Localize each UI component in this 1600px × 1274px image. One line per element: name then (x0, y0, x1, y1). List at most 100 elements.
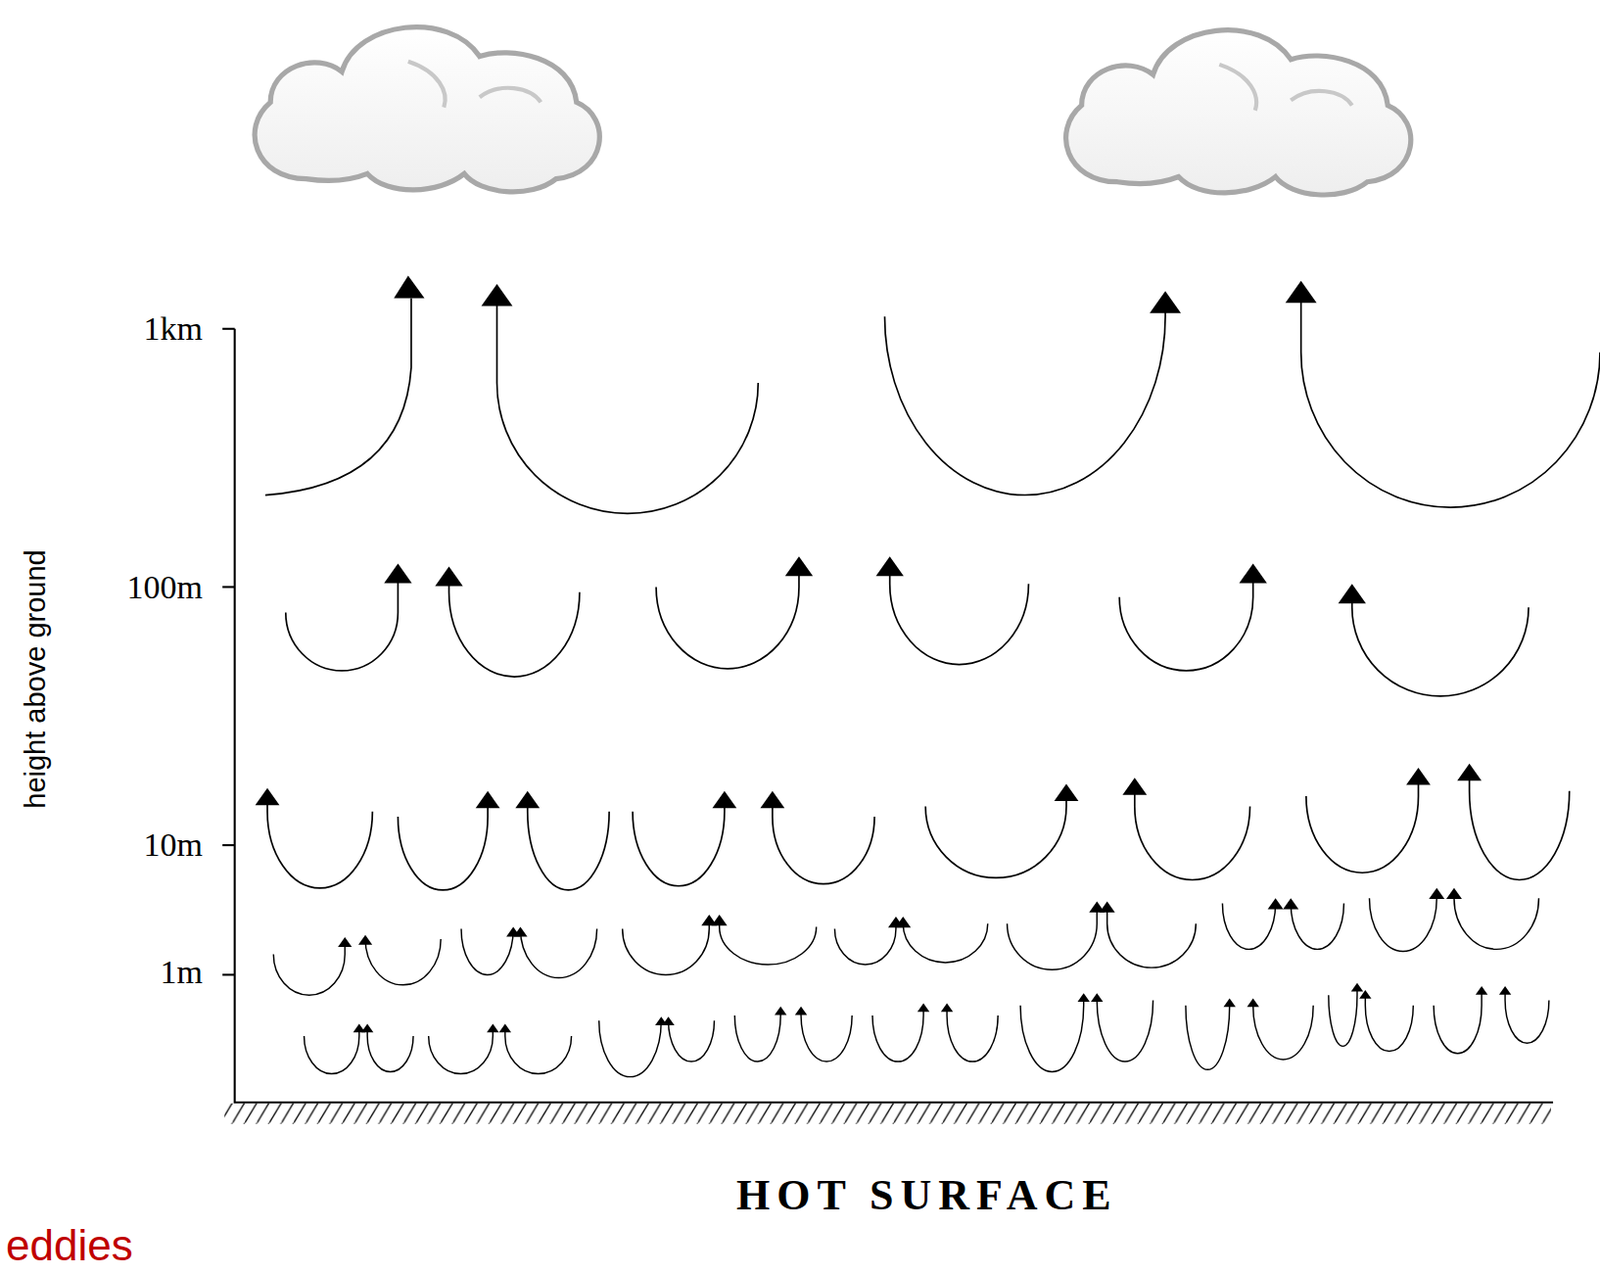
eddy-group (255, 281, 1600, 1078)
eddy-arc (890, 572, 1030, 665)
caption-word: eddies (5, 1221, 134, 1271)
arrowhead (337, 937, 352, 947)
eddy-arc (496, 302, 758, 515)
eddy-arc (1306, 781, 1419, 873)
arrowhead (1457, 763, 1482, 782)
eddy-arc (925, 798, 1067, 878)
arrowhead (917, 1003, 930, 1013)
eddy-arc (902, 923, 988, 963)
eddy-arc (285, 579, 399, 671)
arrowhead (475, 791, 501, 809)
eddy-arc (365, 939, 441, 986)
eddy-arc (304, 1031, 360, 1075)
eddy-arc (834, 925, 896, 965)
eddy-arc (1185, 1005, 1230, 1071)
eddy-arc (1469, 777, 1570, 880)
eddy-arc (1454, 896, 1539, 949)
arrowhead (661, 1016, 674, 1026)
cloud (254, 27, 600, 192)
arrowhead (1149, 290, 1181, 314)
eddy-arc (719, 923, 817, 965)
arrowhead (515, 791, 540, 809)
tick-label: 100m (127, 568, 203, 607)
eddy-arc (1107, 910, 1197, 968)
eddy-arc (872, 1010, 924, 1062)
arrowhead (1338, 583, 1366, 604)
eddy-arc (449, 582, 580, 677)
eddy-hook (265, 298, 412, 496)
arrowhead (486, 1023, 499, 1033)
arrowhead (759, 791, 785, 809)
arrowhead (434, 566, 463, 587)
arrowhead (1246, 997, 1259, 1007)
eddy-arc (800, 1013, 852, 1062)
eddy-arc (1222, 902, 1275, 949)
eddy-arc (1364, 996, 1413, 1051)
tick-label: 1m (160, 953, 203, 991)
arrowhead (1446, 888, 1462, 899)
arrowhead (785, 556, 813, 576)
arrowhead (361, 1023, 374, 1033)
eddy-arc (622, 923, 710, 975)
arrowhead (894, 916, 911, 928)
eddy-arc (397, 804, 488, 890)
arrowhead (1223, 997, 1236, 1007)
arrowhead (358, 935, 373, 945)
eddy-arc (1253, 1005, 1314, 1060)
eddy-arc (1119, 579, 1254, 671)
ground-hatching (224, 1103, 1552, 1125)
arrowhead (383, 563, 412, 583)
arrowhead (1475, 986, 1488, 995)
arrowhead (1122, 777, 1147, 796)
arrowhead (1359, 989, 1371, 999)
eddy-arc (428, 1031, 494, 1075)
arrowhead (481, 283, 514, 307)
eddy-arc (1328, 989, 1358, 1046)
eddy-arc (656, 572, 800, 669)
eddy-arc (772, 804, 875, 884)
arrowhead (393, 276, 424, 299)
eddy-arc (632, 804, 725, 886)
eddy-arc (734, 1013, 781, 1062)
eddy-arc (1301, 299, 1600, 509)
eddy-arc (1020, 999, 1084, 1072)
arrowhead (711, 791, 737, 809)
arrowhead (1239, 563, 1268, 583)
arrowhead (1428, 888, 1445, 899)
arrowhead (1282, 897, 1299, 909)
eddy-arc (1352, 600, 1529, 697)
eddy-arc (884, 309, 1166, 496)
surface-label: HOT SURFACE (736, 1173, 1207, 1219)
eddy-arc (1505, 992, 1550, 1043)
eddy-arc (461, 929, 514, 976)
eddy-arc (1134, 792, 1251, 881)
arrowhead (1099, 900, 1116, 912)
eddy-arc (519, 929, 597, 979)
arrowhead (1090, 992, 1103, 1002)
arrowhead (1499, 986, 1511, 995)
arrowhead (1078, 992, 1090, 1002)
eddy-arc (505, 1031, 572, 1075)
eddy-arc (367, 1031, 414, 1073)
eddy-arc (946, 1010, 998, 1062)
eddy-arc (1096, 999, 1153, 1062)
arrowhead (499, 1023, 512, 1033)
axis (222, 329, 1553, 1103)
eddy-arc (1368, 896, 1437, 951)
eddy-arc (527, 804, 610, 890)
arrowhead (941, 1003, 953, 1013)
eddy-arc (599, 1020, 662, 1077)
arrowhead (1285, 281, 1318, 304)
tick-label: 1km (143, 310, 203, 348)
arrowhead (774, 1006, 787, 1016)
eddy-arc (1007, 910, 1098, 970)
eddy-arc (1433, 992, 1482, 1053)
eddy-arc (1290, 902, 1344, 949)
arrowhead (711, 914, 728, 926)
cloud (1066, 30, 1412, 195)
arrowhead (255, 788, 281, 806)
arrowhead (1406, 767, 1431, 786)
arrowhead (1351, 983, 1364, 992)
eddy-arc (668, 1020, 715, 1062)
